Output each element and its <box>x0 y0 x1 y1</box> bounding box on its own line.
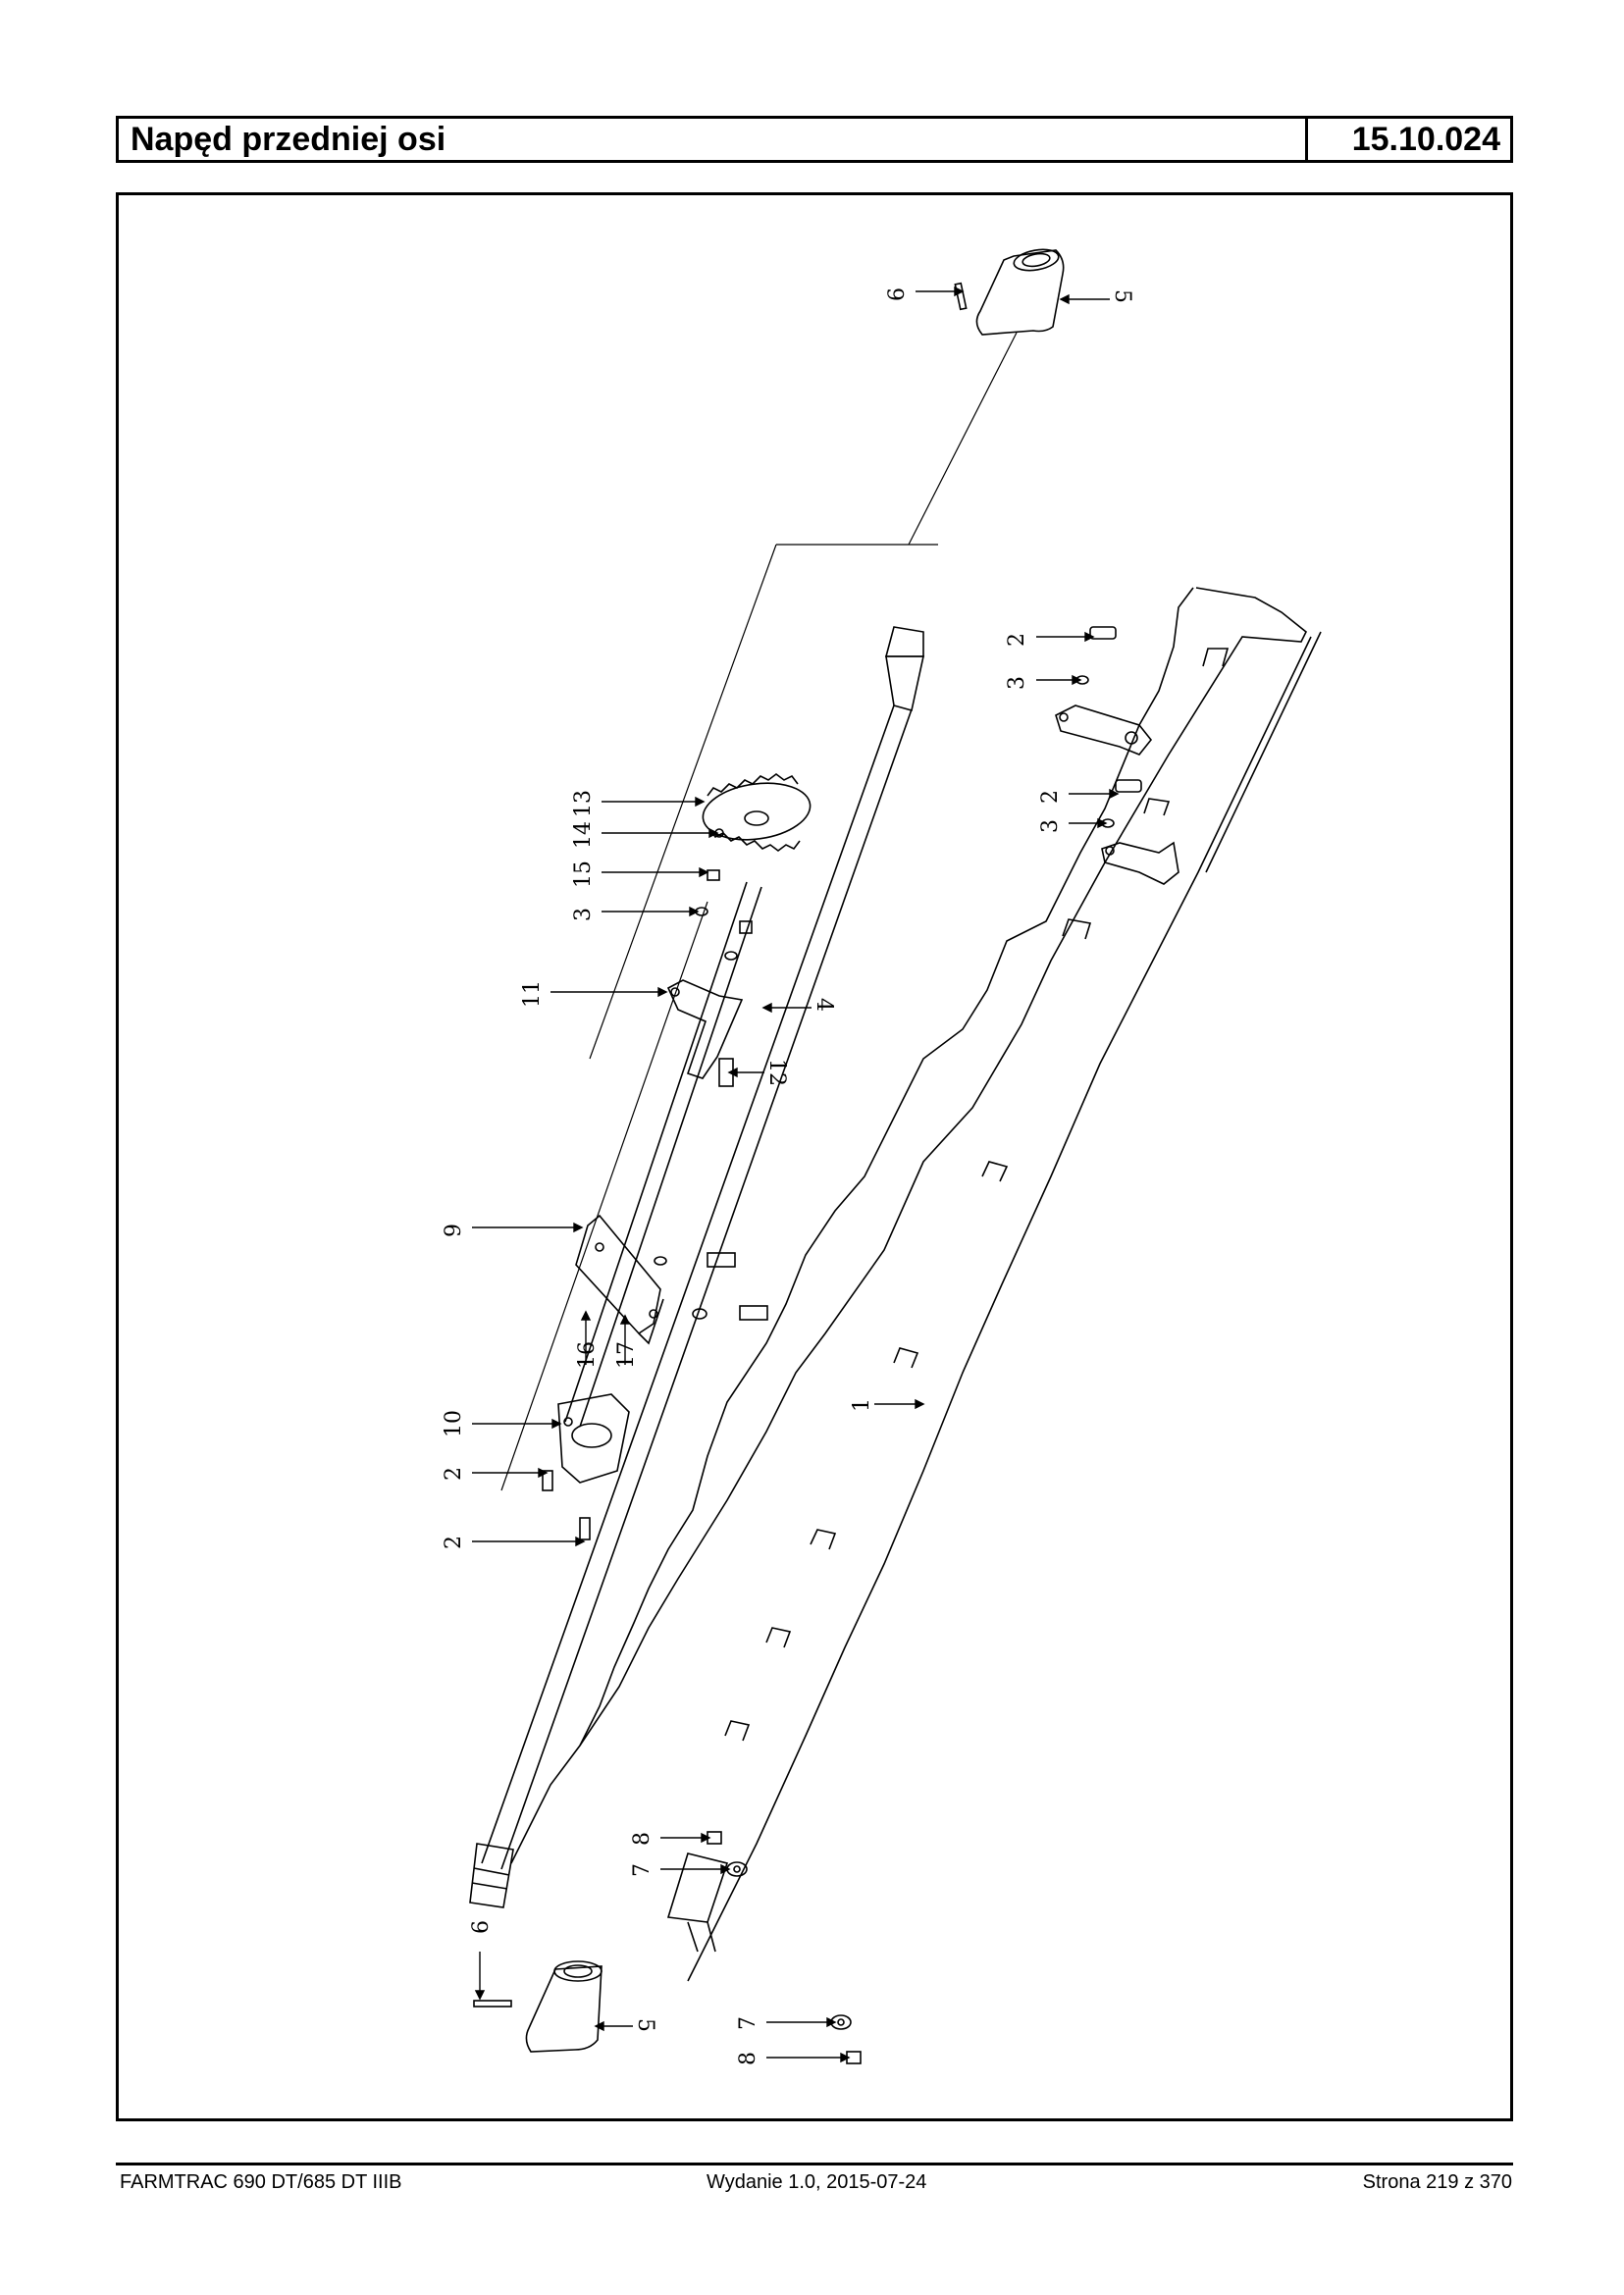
pin-bottom <box>473 2000 512 2008</box>
footer-edition: Wydanie 1.0, 2015-07-24 <box>707 2171 927 2193</box>
callout-13: 13 <box>571 790 596 817</box>
countershaft <box>564 881 762 1428</box>
bolts-9 <box>654 1252 768 1321</box>
callout-1: 1 <box>850 1398 874 1412</box>
callout-7-b: 7 <box>736 2016 760 2030</box>
callout-6-top: 6 <box>885 287 910 301</box>
footer-model: FARMTRAC 690 DT/685 DT IIIB <box>120 2171 402 2193</box>
bolt-2c <box>542 1470 553 1491</box>
page-title: Napęd przedniej osi <box>119 119 1308 160</box>
gear-13 <box>702 773 812 852</box>
exploded-drawing: 6 5 2 3 2 3 13 14 15 3 11 4 12 9 16 17 1… <box>442 248 1322 2065</box>
callout-2-mid: 2 <box>1038 790 1063 804</box>
bearing-housing-10 <box>557 1393 630 1484</box>
bushing-top <box>975 248 1065 336</box>
callout-16: 16 <box>575 1341 600 1369</box>
callout-5-bottom: 5 <box>633 2018 657 2032</box>
callout-6-bottom: 6 <box>469 1920 494 1934</box>
page-header: Napęd przedniej osi 15.10.024 <box>116 116 1513 163</box>
main-shaft <box>469 626 924 1908</box>
bracket-11 <box>666 979 744 1079</box>
section-code: 15.10.024 <box>1351 121 1500 158</box>
callout-11: 11 <box>520 980 545 1008</box>
callout-4: 4 <box>812 998 836 1012</box>
callout-12: 12 <box>764 1059 789 1086</box>
footer-divider <box>116 2163 1513 2165</box>
footer-page-number: Strona 219 z 370 <box>1362 2171 1512 2193</box>
bushing-bottom <box>525 1960 602 2053</box>
callout-8-a: 8 <box>630 1832 655 1846</box>
callout-2-housing-a: 2 <box>442 1467 466 1481</box>
callout-labels: 6 5 2 3 2 3 13 14 15 3 11 4 12 9 16 17 1… <box>442 287 1134 2065</box>
callout-3-mid: 3 <box>1038 819 1063 833</box>
bolt-2d <box>579 1517 591 1540</box>
callout-17: 17 <box>614 1341 639 1369</box>
plate-9 <box>575 1214 664 1345</box>
callout-3-upper: 3 <box>1005 676 1029 690</box>
lever-bracket-lower <box>1101 841 1179 885</box>
pin-top <box>954 282 968 311</box>
callout-2-housing-b: 2 <box>442 1536 466 1549</box>
lever-bracket-upper <box>1055 704 1153 756</box>
bolts-upper-right <box>1075 626 1142 828</box>
exploded-drawing-frame: 6 5 2 3 2 3 13 14 15 3 11 4 12 9 16 17 1… <box>116 192 1513 2121</box>
nut-upper <box>739 920 753 934</box>
callout-7-a: 7 <box>630 1863 655 1877</box>
callout-arrows <box>472 286 1120 2063</box>
drawing-parts <box>469 248 1322 2064</box>
callout-3-gear: 3 <box>571 908 596 921</box>
callout-2-upper: 2 <box>1005 633 1029 647</box>
callout-14: 14 <box>571 821 596 849</box>
callout-5-top: 5 <box>1110 289 1134 303</box>
callout-10: 10 <box>442 1410 466 1437</box>
callout-15: 15 <box>571 861 596 888</box>
cover-1 <box>510 587 1322 1982</box>
callout-8-b: 8 <box>736 2052 760 2065</box>
nut-15 <box>707 869 720 881</box>
callout-9: 9 <box>442 1224 466 1237</box>
washer-upper <box>724 951 738 961</box>
